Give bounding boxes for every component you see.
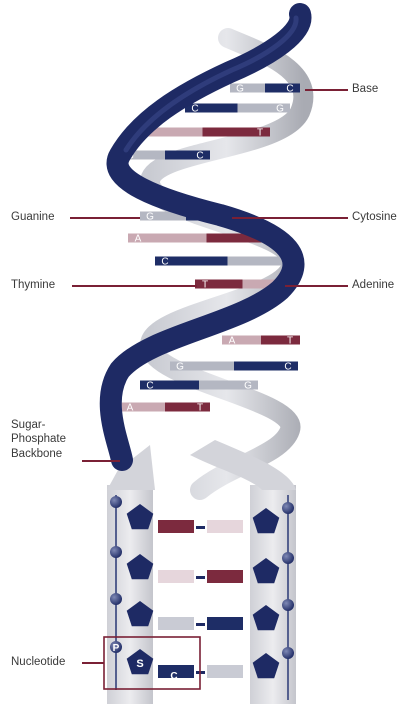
phosphate-ball [282,552,294,564]
label-backbone: Sugar- Phosphate Backbone [11,418,66,461]
base-block [158,617,194,630]
leader-backbone [82,460,120,462]
leader-nucleotide [82,662,104,664]
leader-thymine [72,285,197,287]
base-letter: T [202,280,208,291]
nucleotide-phosphate-letter: P [113,643,120,654]
base-letter: G [244,381,252,392]
nucleotide-base-letter: C [170,671,177,682]
base-block [158,520,194,533]
leader-guanine [70,217,140,219]
label-nucleotide: Nucleotide [11,655,65,669]
phosphate-ball [110,593,122,605]
base-bar-C [265,84,300,93]
label-guanine: Guanine [11,210,54,224]
base-letter: A [229,336,236,347]
label-adenine: Adenine [352,278,394,292]
base-block [158,570,194,583]
base-letter: G [236,84,244,95]
base-letter: C [286,84,293,95]
base-letter: T [197,403,203,414]
label-thymine: Thymine [11,278,55,292]
nucleotide-sugar-letter: S [136,658,143,670]
base-letter: A [135,234,142,245]
hydrogen-bond [196,526,205,529]
leader-cytosine [232,217,348,219]
base-bar-T [261,336,300,345]
base-letter: C [284,362,291,373]
base-letter: C [191,104,198,115]
base-block [207,665,243,678]
base-block [207,520,243,533]
leader-base [305,89,348,91]
base-letter: C [161,257,168,268]
base-letter: G [276,104,284,115]
label-base: Base [352,82,378,96]
base-letter: G [176,362,184,373]
base-block [207,617,243,630]
base-letter: A [127,403,134,414]
phosphate-ball [282,647,294,659]
base-letter: G [146,212,154,223]
base-block [207,570,243,583]
label-cytosine: Cytosine [352,210,397,224]
base-letter: C [146,381,153,392]
base-bar-T [165,403,210,412]
phosphate-ball [110,496,122,508]
phosphate-ball [110,546,122,558]
base-letter: T [287,336,293,347]
base-letter: T [257,128,263,139]
base-letter: C [196,151,203,162]
hydrogen-bond [196,623,205,626]
phosphate-ball [282,599,294,611]
leader-adenine [285,285,348,287]
phosphate-ball [282,502,294,514]
hydrogen-bond [196,576,205,579]
